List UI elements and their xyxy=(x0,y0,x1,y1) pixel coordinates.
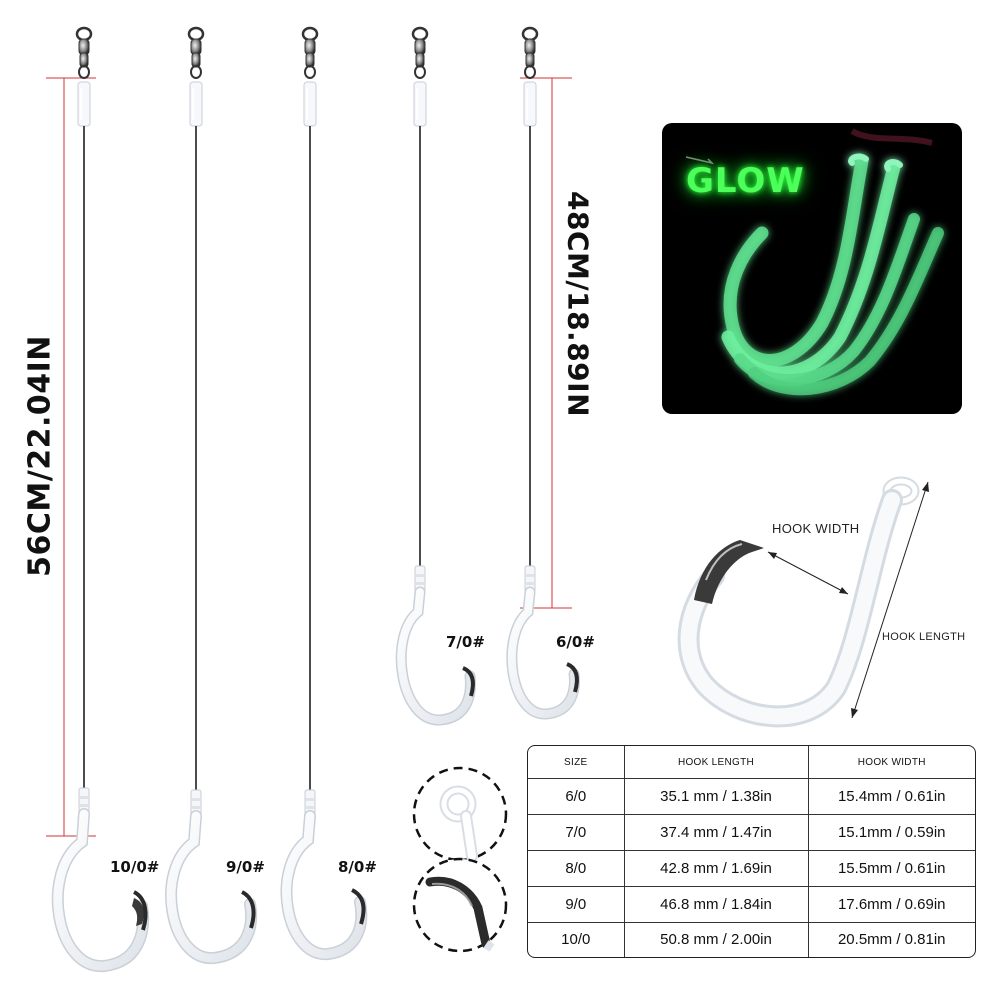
cell-hook-length: 50.8 mm / 2.00in xyxy=(624,922,809,957)
cell-hook-width: 20.5mm / 0.81in xyxy=(837,931,946,949)
size-label-9-0: 9/0# xyxy=(226,858,265,876)
hook-width-annotation: HOOK WIDTH xyxy=(772,521,860,536)
cell-hook-length: 46.8 mm / 1.84in xyxy=(624,886,809,923)
cell-size: 9/0 xyxy=(528,886,625,923)
cell-hook-width: 15.5mm / 0.61in xyxy=(808,850,975,887)
short-length-label: 48CM/18.89IN xyxy=(561,190,595,418)
rig-6-0 xyxy=(506,26,580,720)
cell-size: 6/0 xyxy=(528,778,625,815)
header-hook-length: HOOK LENGTH xyxy=(624,746,809,779)
cell-hook-length: 35.1 mm / 1.38in xyxy=(624,778,809,815)
table-header-row: SIZE HOOK LENGTH HOOK WIDTH xyxy=(528,746,975,779)
table-row: 8/0 42.8 mm / 1.69in 15.5mm / 0.61in xyxy=(528,850,975,887)
rig-10-0 xyxy=(51,26,150,973)
hook-diagram xyxy=(677,476,929,728)
cell-size: 7/0 xyxy=(528,814,625,851)
rig-9-0 xyxy=(165,26,258,964)
cell-hook-width: 15.4mm / 0.61in xyxy=(808,778,975,815)
glowing-hooks-image xyxy=(685,128,944,396)
rig-7-0 xyxy=(395,26,476,726)
size-label-6-0: 6/0# xyxy=(556,633,595,651)
cell-hook-length: 37.4 mm / 1.47in xyxy=(624,814,809,851)
size-label-10-0: 10/0# xyxy=(110,858,160,876)
table-row: 9/0 46.8 mm / 1.84in 17.6mm / 0.69in xyxy=(528,886,975,923)
long-length-label: 56CM/22.04IN xyxy=(22,335,58,577)
eye-detail-circle xyxy=(412,766,508,862)
cell-hook-width: 17.6mm / 0.69in xyxy=(808,886,975,923)
size-label-8-0: 8/0# xyxy=(338,858,377,876)
size-spec-table: SIZE HOOK LENGTH HOOK WIDTH 6/0 35.1 mm … xyxy=(527,745,976,958)
glow-panel: GLOW xyxy=(662,123,962,414)
rig-8-0 xyxy=(280,26,368,960)
hook-length-annotation: HOOK LENGTH xyxy=(882,631,966,643)
barb-detail-circle xyxy=(412,857,508,953)
cell-hook-length: 42.8 mm / 1.69in xyxy=(624,850,809,887)
cell-size: 10/0 xyxy=(528,922,625,957)
table-row: 10/0 50.8 mm / 2.00in 20.5mm / 0.81in xyxy=(528,922,975,957)
table-row: 6/0 35.1 mm / 1.38in 15.4mm / 0.61in xyxy=(528,778,975,815)
cell-hook-width: 15.1mm / 0.59in xyxy=(808,814,975,851)
table-row: 7/0 37.4 mm / 1.47in 15.1mm / 0.59in xyxy=(528,814,975,851)
glow-word: GLOW xyxy=(686,161,805,201)
header-hook-width: HOOK WIDTH xyxy=(808,746,975,779)
size-label-7-0: 7/0# xyxy=(446,633,485,651)
header-size: SIZE xyxy=(528,746,625,779)
cell-size: 8/0 xyxy=(528,850,625,887)
